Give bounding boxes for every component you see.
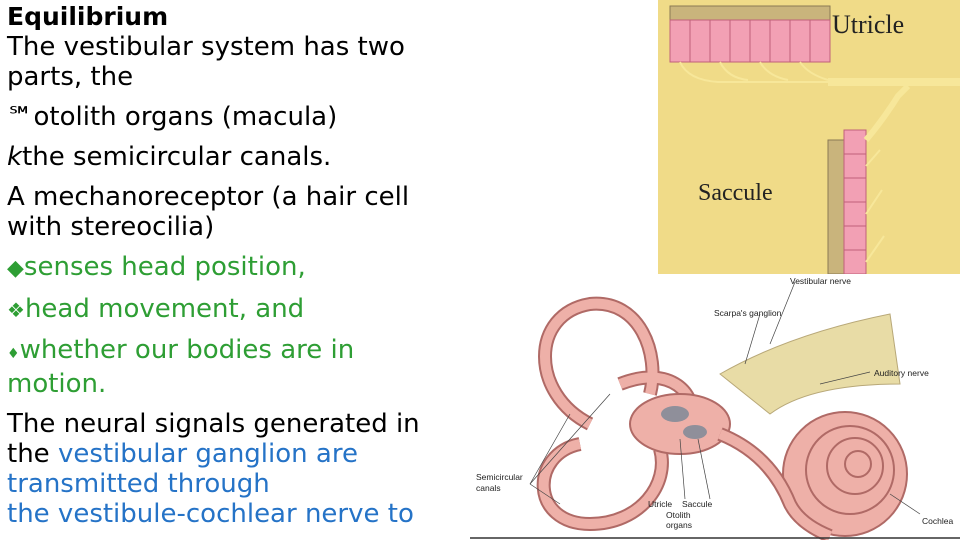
bullet-icon: k xyxy=(7,142,23,172)
sense-position: ◆senses head position, xyxy=(7,252,447,284)
intro-line-1: The vestibular system has two xyxy=(7,32,405,62)
part-text: otolith organs (macula) xyxy=(33,102,338,132)
macula-drawing xyxy=(658,0,960,275)
small-diamond-bullet-icon: ♦ xyxy=(7,346,20,362)
macula-illustration: Utricle Saccule xyxy=(658,0,960,275)
auditory-nerve-label: Auditory nerve xyxy=(874,368,929,378)
sense-continuation: motion. xyxy=(7,369,107,399)
semicircular-canals-label-2: canals xyxy=(476,483,501,493)
cochlea-label: Cochlea xyxy=(922,516,954,526)
part-otolith: ℠otolith organs (macula) xyxy=(7,102,447,132)
part-text: the semicircular canals. xyxy=(22,142,332,172)
neural-text: the xyxy=(7,439,58,469)
sense-text: whether our bodies are in xyxy=(19,335,355,365)
slide-text: Equilibrium The vestibular system has tw… xyxy=(7,2,447,529)
star-bullet-icon: ❖ xyxy=(7,298,25,322)
inner-ear-illustration: Vestibular nerve Scarpa's ganglion Audit… xyxy=(470,274,960,540)
scarpas-ganglion-label: Scarpa's ganglion xyxy=(714,308,782,318)
slide-title: Equilibrium xyxy=(7,2,169,31)
sense-movement: ❖head movement, and xyxy=(7,294,447,325)
semicircular-canals-label-1: Semicircular xyxy=(476,472,523,482)
neural-line-1: The neural signals generated in xyxy=(7,409,420,439)
otolith-organs-label-1: Otolith xyxy=(666,510,691,520)
mechano-line-2: with stereocilia) xyxy=(7,212,215,242)
sense-motion: ♦whether our bodies are in xyxy=(7,335,447,369)
intro-line-2: parts, the xyxy=(7,62,134,92)
utricle-small-label: Utricle xyxy=(648,499,673,509)
utricle-label: Utricle xyxy=(832,10,905,39)
neural-highlight: vestibular ganglion are xyxy=(57,439,358,469)
neural-line-3: transmitted through xyxy=(7,469,270,499)
vestibular-nerve-label: Vestibular nerve xyxy=(790,276,851,286)
diamond-bullet-icon: ◆ xyxy=(7,256,24,281)
labyrinth-drawing xyxy=(470,281,960,540)
neural-line-2: the vestibular ganglion are xyxy=(7,439,447,469)
saccule-small-label: Saccule xyxy=(682,499,713,509)
sense-text: head movement, and xyxy=(24,294,305,324)
otolith-organs-label-2: organs xyxy=(666,520,692,530)
sense-text: senses head position, xyxy=(23,252,306,282)
neural-line-4: the vestibule-cochlear nerve to xyxy=(7,499,414,529)
mechano-line-1: A mechanoreceptor (a hair cell xyxy=(7,182,410,212)
part-canals: kthe semicircular canals. xyxy=(7,142,447,172)
bullet-icon: ℠ xyxy=(7,102,34,132)
saccule-label: Saccule xyxy=(698,180,773,206)
